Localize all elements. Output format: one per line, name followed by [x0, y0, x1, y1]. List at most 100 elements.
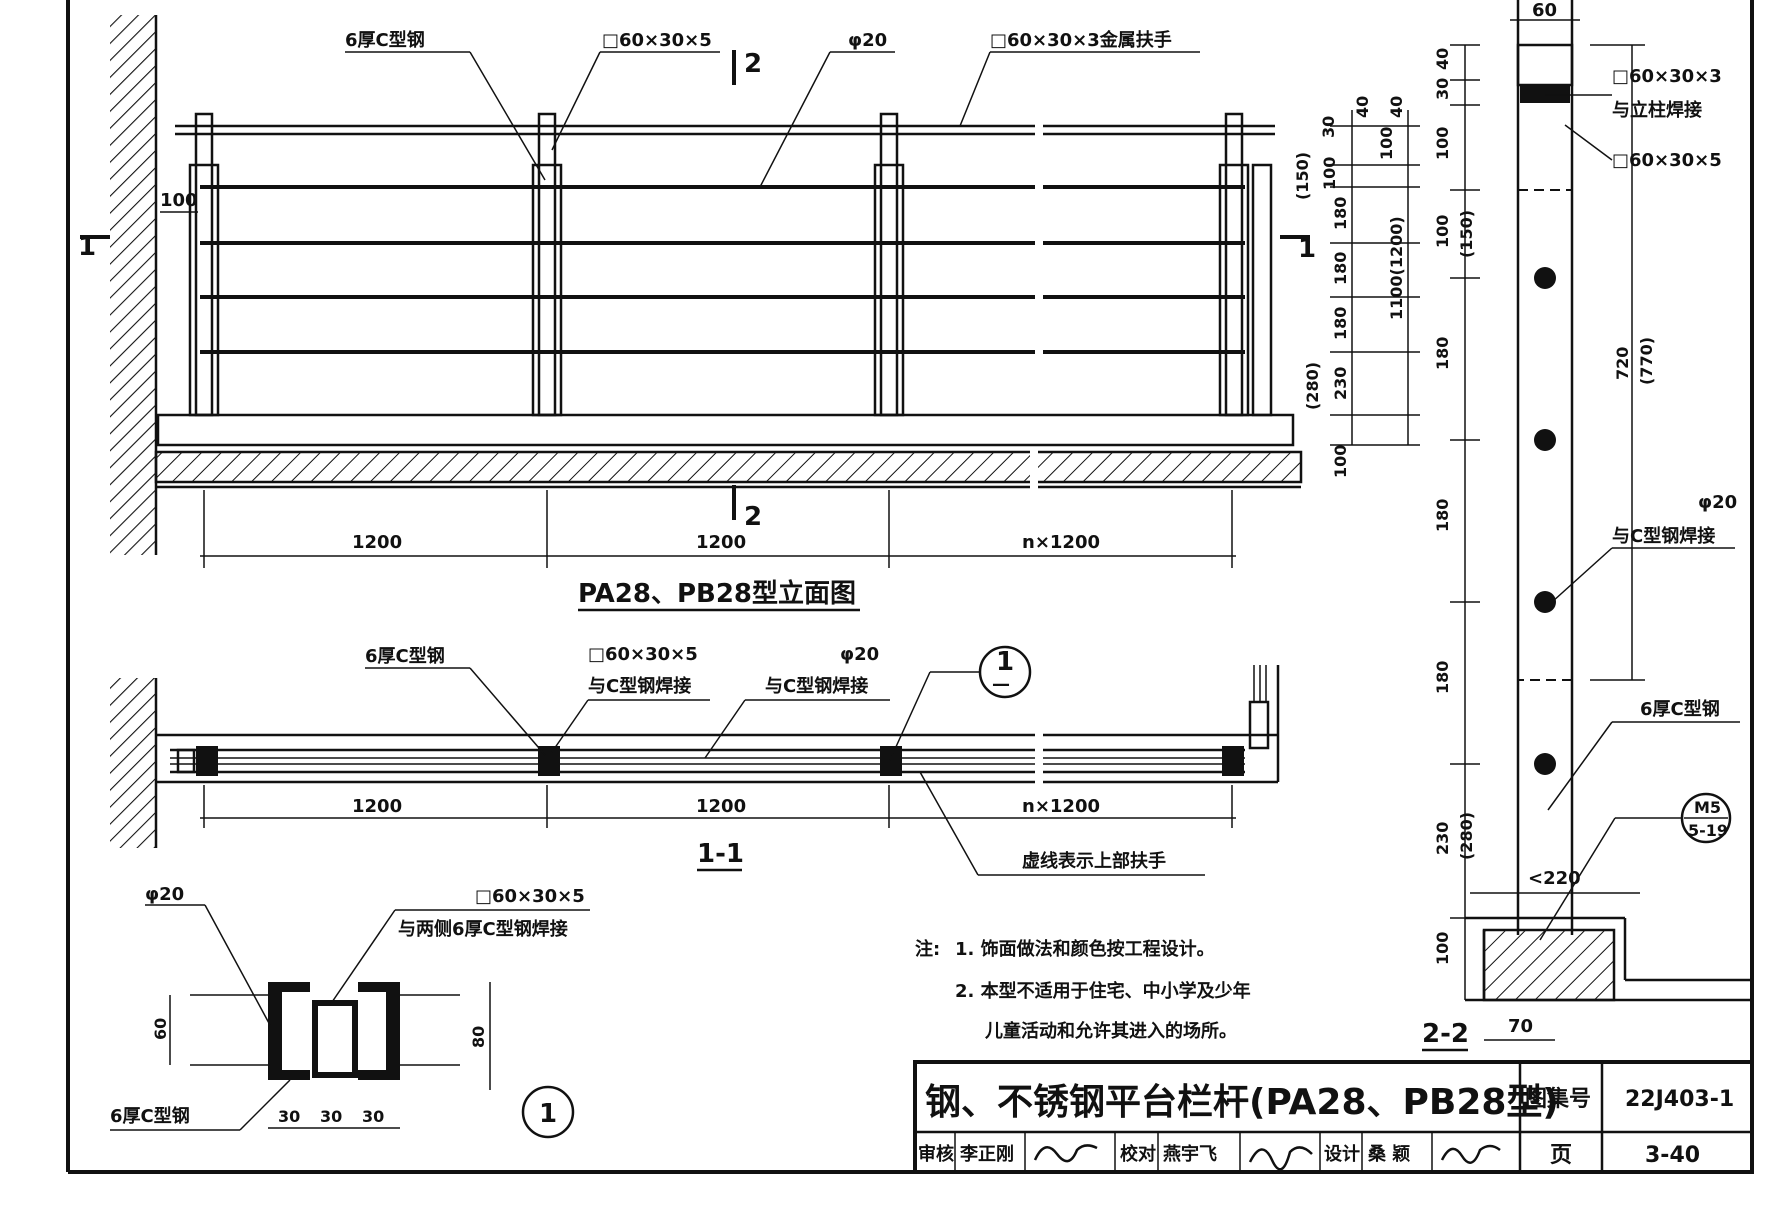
note-2b: 儿童活动和允许其进入的场所。: [984, 1020, 1237, 1042]
section-dim-lt220: <220: [1528, 868, 1581, 889]
section-dim-70: 70: [1508, 1016, 1533, 1037]
section-vdim-100b: 100: [1433, 215, 1452, 248]
section-vdim-180a: 180: [1433, 337, 1452, 370]
section-vdim-40: 40: [1433, 48, 1452, 70]
atlas-label: 图集号: [1525, 1086, 1591, 1112]
notes-prefix: 注:: [915, 938, 940, 960]
plan-label-post-weld: 与C型钢焊接: [588, 675, 691, 697]
section-vdim-280: (280): [1457, 812, 1476, 860]
atlas-number: 22J403-1: [1625, 1087, 1734, 1112]
plan-detail-ref-top: 1: [996, 647, 1014, 677]
detail-dim-80: 80: [469, 1026, 488, 1048]
note-2: 2. 本型不适用于住宅、中小学及少年: [955, 980, 1251, 1002]
page-number: 3-40: [1645, 1143, 1700, 1168]
section-title: 2-2: [1422, 1019, 1469, 1049]
check-signature: [1248, 1146, 1313, 1171]
review-signature: [1033, 1144, 1098, 1163]
detail-label-post: □60×30×5: [475, 886, 585, 907]
plan-label-bar: φ20: [840, 644, 879, 665]
elevation-title: PA28、PB28型立面图: [578, 578, 856, 609]
section-vdim-150: (150): [1457, 210, 1476, 258]
vdim-280: (280): [1303, 362, 1322, 410]
vdim-150: (150): [1293, 152, 1312, 200]
section-label-handrail-weld: 与立柱焊接: [1612, 99, 1702, 121]
review-label: 审核: [918, 1143, 954, 1165]
section-label-post: □60×30×5: [1612, 150, 1722, 171]
design-signature: [1440, 1144, 1501, 1164]
section-vdim-180c: 180: [1433, 661, 1452, 694]
section-label-bar: φ20: [1698, 492, 1737, 513]
detail-label-c-steel: 6厚C型钢: [110, 1105, 190, 1127]
detail-1-view: 60 80 30 30 30 φ20 □60×30×5 与两侧6厚C型钢焊接 6…: [110, 884, 590, 1139]
section-label-handrail: □60×30×3: [1612, 66, 1722, 87]
elevation-label-post: □60×30×5: [602, 30, 712, 51]
detail-dim-30b: 30: [320, 1107, 342, 1126]
elevation-label-bar: φ20: [848, 30, 887, 51]
section-vdim-180b: 180: [1433, 499, 1452, 532]
section-vdim-100c: 100: [1433, 932, 1452, 965]
section-mark-1-left: 1: [78, 232, 96, 262]
check-label: 校对: [1120, 1143, 1156, 1165]
section-dim-770: (770): [1637, 337, 1656, 385]
design-label: 设计: [1324, 1143, 1360, 1165]
detail-label-weld: 与两侧6厚C型钢焊接: [398, 918, 568, 940]
section-2-2-view: 60 40 30 100 100 (150) 180 180 180 230 (…: [1422, 0, 1752, 1052]
vdim-180b: 180: [1331, 252, 1350, 285]
detail-dim-30a: 30: [278, 1107, 300, 1126]
main-title: 钢、不锈钢平台栏杆(PA28、PB28型): [925, 1082, 1559, 1123]
section-ref-top: M5: [1694, 798, 1721, 817]
section-mark-2-bottom: 2: [744, 502, 762, 532]
section-vdim-230: 230: [1433, 822, 1452, 855]
vdim-230: 230: [1331, 367, 1350, 400]
vdim-40b: 40: [1387, 96, 1406, 118]
plan-span-2: 1200: [696, 796, 746, 817]
section-label-bar-weld: 与C型钢焊接: [1612, 525, 1715, 547]
detail-dim-30c: 30: [362, 1107, 384, 1126]
detail-dim-60: 60: [151, 1018, 170, 1040]
detail-label-bar: φ20: [145, 884, 184, 905]
elevation-label-handrail: □60×30×3金属扶手: [990, 29, 1172, 51]
section-dim-720: 720: [1613, 347, 1632, 380]
section-vdim-100a: 100: [1433, 127, 1452, 160]
vdim-100a: 100: [1377, 127, 1396, 160]
plan-span-1: 1200: [352, 796, 402, 817]
page-label: 页: [1550, 1143, 1572, 1168]
review-name: 李正刚: [959, 1144, 1014, 1165]
section-mark-1-right: 1: [1298, 234, 1316, 264]
check-name: 燕宇飞: [1163, 1143, 1217, 1165]
elevation-label-c-steel: 6厚C型钢: [345, 29, 425, 51]
elevation-view: 1 1 2 2 100 6厚C型钢 □60×30×5 φ20 □60×30×3金…: [78, 15, 1420, 612]
elevation-dim-100: 100: [160, 190, 198, 211]
vdim-1100: 1100(1200): [1387, 216, 1406, 320]
vdim-100b: 100: [1320, 157, 1339, 190]
section-mark-2-top: 2: [744, 49, 762, 79]
plan-dashed-note: 虚线表示上部扶手: [1022, 850, 1166, 872]
posts: [188, 112, 1273, 417]
section-ref-bottom: 5-19: [1688, 821, 1728, 840]
horizontal-bars: [200, 185, 1245, 354]
vdim-40a: 40: [1353, 96, 1372, 118]
elevation-span-1: 1200: [352, 532, 402, 553]
slab: [154, 450, 1303, 484]
section-label-c-steel: 6厚C型钢: [1640, 698, 1720, 720]
plan-label-post: □60×30×5: [588, 644, 698, 665]
title-block: 钢、不锈钢平台栏杆(PA28、PB28型) 图集号 22J403-1 审核 李正…: [913, 1060, 1754, 1174]
plan-title: 1-1: [697, 839, 744, 869]
detail-number: 1: [539, 1099, 557, 1129]
plan-detail-ref-bottom: —: [992, 674, 1010, 695]
section-vdim-30: 30: [1433, 78, 1452, 100]
notes: 注: 1. 饰面做法和颜色按工程设计。 2. 本型不适用于住宅、中小学及少年 儿…: [915, 938, 1251, 1042]
elevation-span-2: 1200: [696, 532, 746, 553]
vdim-100c: 100: [1331, 445, 1350, 478]
plan-label-c-steel: 6厚C型钢: [365, 645, 445, 667]
note-1: 1. 饰面做法和颜色按工程设计。: [955, 938, 1215, 960]
plan-view: 1 — 6厚C型钢 □60×30×5 与C型钢焊接 φ20 与C型钢焊接 120…: [110, 644, 1280, 876]
vdim-180a: 180: [1331, 197, 1350, 230]
elevation-span-n: n×1200: [1022, 532, 1100, 553]
plan-span-n: n×1200: [1022, 796, 1100, 817]
plan-label-bar-weld: 与C型钢焊接: [765, 675, 868, 697]
vdim-30: 30: [1319, 116, 1338, 138]
detail-number-circle: [521, 1085, 575, 1139]
wall-hatch: [110, 15, 156, 455]
